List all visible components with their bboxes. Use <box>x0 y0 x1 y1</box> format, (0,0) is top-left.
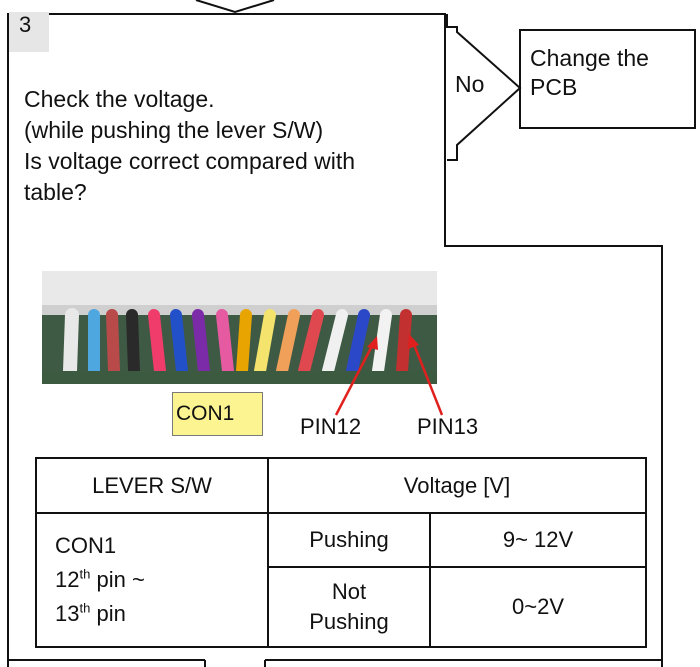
no-arrow <box>446 14 522 161</box>
voltage-table: LEVER S/W Voltage [V] CON1 12th pin ~ 13… <box>35 457 648 648</box>
question-line-4: table? <box>24 179 87 205</box>
wires <box>63 308 412 378</box>
question-line-2: (while pushing the lever S/W) <box>24 117 324 143</box>
pin-range-start: 12th pin ~ <box>55 566 145 592</box>
state-not-pushing: Not Pushing <box>267 566 431 648</box>
voltage-not-pushing: 0~2V <box>428 566 648 648</box>
table-header-row: LEVER S/W Voltage [V] <box>35 457 648 514</box>
question-line-3: Is voltage correct compared with <box>24 148 356 174</box>
connector-pins-cell: CON1 12th pin ~ 13th pin <box>35 512 269 648</box>
table-row: CON1 12th pin ~ 13th pin Pushing 9~ 12V <box>35 512 648 648</box>
state-pushing: Pushing <box>267 512 431 568</box>
voltage-pushing: 9~ 12V <box>428 512 648 568</box>
result-line-1: Change the <box>530 45 649 71</box>
incoming-arrow <box>195 0 275 14</box>
question-line-1: Check the voltage. <box>24 86 215 112</box>
step-number: 3 <box>9 12 49 52</box>
result-text: Change the PCB <box>530 44 680 102</box>
process-box-border <box>7 13 663 667</box>
table-row: Not Pushing 0~2V <box>36 566 648 648</box>
result-box-border <box>519 29 696 129</box>
header-voltage: Voltage [V] <box>266 457 648 514</box>
con1-label-box: CON1 <box>172 392 263 436</box>
result-line-2: PCB <box>530 74 578 100</box>
connector-photo <box>42 271 437 384</box>
connector-name: CON1 <box>55 533 117 558</box>
pin12-label: PIN12 <box>300 414 362 439</box>
branch-no-label: No <box>455 71 485 97</box>
header-lever-sw: LEVER S/W <box>35 457 269 514</box>
pin13-label: PIN13 <box>417 414 479 439</box>
pin-range-end: 13th pin <box>55 600 126 626</box>
